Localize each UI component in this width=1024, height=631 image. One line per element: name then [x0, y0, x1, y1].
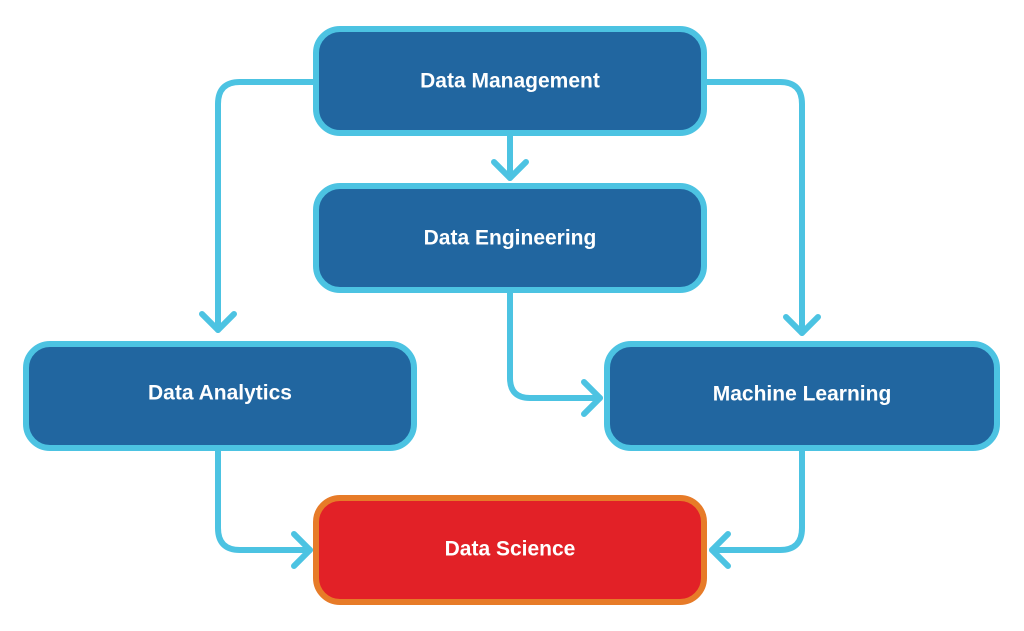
node-data-engineering: Data Engineering	[313, 183, 707, 293]
edge-management-to-machine-learning	[701, 79, 821, 336]
node-label: Data Science	[445, 538, 576, 561]
node-data-analytics: Data Analytics	[23, 341, 417, 451]
edge-engineering-to-machine-learning	[507, 287, 603, 417]
node-label: Data Analytics	[148, 382, 292, 405]
edge-management-to-analytics	[199, 79, 319, 333]
node-data-science: Data Science	[313, 495, 707, 605]
node-label: Data Engineering	[424, 227, 597, 250]
edge-management-to-engineering	[491, 130, 529, 181]
node-data-management: Data Management	[313, 26, 707, 136]
connectors	[199, 79, 821, 569]
node-machine-learning: Machine Learning	[604, 341, 1000, 451]
node-label: Machine Learning	[713, 383, 892, 406]
edge-machine-learning-to-data-science	[709, 447, 805, 569]
edge-analytics-to-data-science	[215, 447, 313, 569]
node-label: Data Management	[420, 70, 600, 93]
